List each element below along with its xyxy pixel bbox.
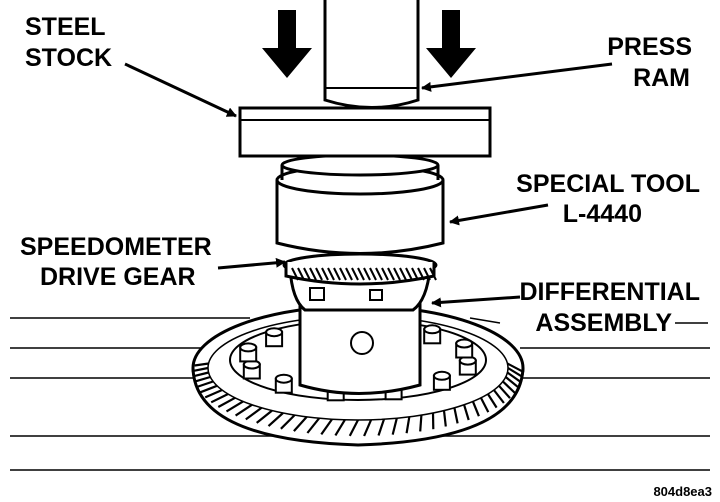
leader-differential: [431, 295, 521, 308]
label-press-ram-1: PRESS: [607, 33, 692, 61]
speedometer-gear-tooth: [303, 267, 311, 281]
leader-special-tool: [449, 203, 549, 226]
gear-tooth: [199, 384, 218, 394]
label-press-ram-2: RAM: [633, 64, 690, 92]
gear-tooth: [377, 418, 386, 436]
gear-tooth: [391, 417, 398, 435]
gear-tooth: [442, 410, 447, 427]
ring-gear-teeth: [192, 362, 524, 437]
speedometer-gear-tooth: [411, 267, 419, 281]
label-speedometer-2: DRIVE GEAR: [40, 263, 196, 291]
speedometer-gear-tooth: [291, 267, 299, 281]
speedometer-gear-tooth: [309, 267, 317, 281]
speedometer-gear-tooth: [417, 267, 425, 281]
leader-steel-stock: [124, 62, 237, 118]
speedometer-gear-tooth: [423, 267, 431, 281]
speedometer-gear-tooth: [333, 267, 341, 281]
label-special-tool-1: SPECIAL TOOL: [516, 170, 700, 198]
special-tool-l4440: [275, 153, 445, 255]
ring-gear-bolt: [242, 359, 261, 380]
speedometer-gear-tooth: [327, 267, 335, 281]
gear-tooth: [463, 404, 470, 421]
speedometer-gear-tooth: [345, 267, 353, 281]
ring-gear-bolt: [423, 324, 442, 345]
ring-gear-bolt: [455, 338, 474, 359]
label-differential-2: ASSEMBLY: [535, 309, 672, 337]
press-force-arrows: [262, 10, 476, 78]
differential-case: [288, 266, 432, 395]
ring-gear-bolt: [274, 373, 293, 394]
gear-tooth: [405, 416, 411, 434]
speedometer-gear-tooth: [351, 267, 359, 281]
gear-tooth: [320, 418, 333, 436]
label-special-tool-2: L-4440: [563, 200, 642, 228]
gear-tooth: [193, 375, 211, 383]
speedometer-gear-tooth: [339, 267, 347, 281]
label-differential-1: DIFFERENTIAL: [519, 278, 700, 306]
gear-tooth: [486, 393, 498, 409]
gear-tooth: [348, 419, 359, 437]
leader-lines: [124, 62, 708, 324]
speedometer-gear-tooth: [405, 267, 413, 281]
gear-tooth: [306, 417, 321, 434]
gear-tooth: [192, 371, 209, 378]
ring-gear-bolt: [432, 370, 451, 391]
ring-gear-bolt: [239, 342, 258, 363]
gear-tooth: [210, 393, 229, 404]
speedometer-gear-tooth: [321, 267, 329, 281]
gear-tooth: [217, 396, 236, 408]
gear-tooth: [507, 367, 524, 379]
gear-tooth: [256, 409, 273, 424]
gear-tooth: [334, 419, 346, 436]
speedometer-gear-tooth: [399, 267, 407, 281]
speedometer-gear-tooth: [429, 267, 437, 281]
gear-tooth: [493, 389, 505, 404]
figure-code: 804d8ea3: [653, 484, 712, 499]
gear-tooth: [506, 371, 523, 384]
label-steel-stock-2: STOCK: [25, 44, 112, 72]
gear-tooth: [234, 403, 253, 417]
gear-tooth: [196, 380, 214, 389]
label-speedometer-1: SPEEDOMETER: [20, 233, 212, 261]
press-ram: [323, 0, 420, 109]
ring-gear-bolt: [458, 355, 477, 376]
force-arrow-left: [262, 10, 312, 78]
gear-tooth: [479, 397, 490, 413]
speedometer-gear-tooth: [381, 267, 389, 281]
speedometer-gear-tooth: [357, 267, 365, 281]
gear-tooth: [204, 388, 223, 399]
speedometer-gear-tooth: [393, 267, 401, 281]
leader-speedometer: [217, 257, 286, 270]
gear-tooth: [194, 362, 209, 367]
speedometer-drive-gear: [282, 252, 438, 286]
gear-tooth: [505, 376, 520, 389]
speedometer-gear-tooth: [315, 267, 323, 281]
gear-tooth: [267, 412, 284, 427]
leader-press-ram: [421, 62, 613, 92]
speedometer-gear-tooth: [375, 267, 383, 281]
gear-tooth: [502, 380, 516, 394]
gear-tooth: [293, 416, 308, 432]
gear-tooth: [498, 385, 511, 399]
gear-tooth: [419, 415, 423, 432]
gear-tooth: [363, 419, 373, 437]
speedometer-gear-tooth: [369, 267, 377, 281]
gear-tooth: [192, 366, 209, 372]
gear-tooth: [471, 400, 480, 417]
label-steel-stock-1: STEEL: [25, 13, 106, 41]
ring-gear-bolt: [265, 327, 284, 348]
gear-tooth: [280, 414, 296, 430]
gear-tooth: [453, 407, 459, 424]
differential-assembly: [191, 304, 525, 447]
gear-tooth: [506, 362, 524, 373]
steel-stock-block: [238, 106, 492, 158]
speedometer-gear-tooth: [387, 267, 395, 281]
force-arrow-right: [426, 10, 476, 78]
speedometer-gear-tooth: [297, 267, 305, 281]
gear-tooth: [245, 406, 263, 421]
gear-tooth: [225, 400, 244, 413]
speedometer-gear-tooth: [363, 267, 371, 281]
